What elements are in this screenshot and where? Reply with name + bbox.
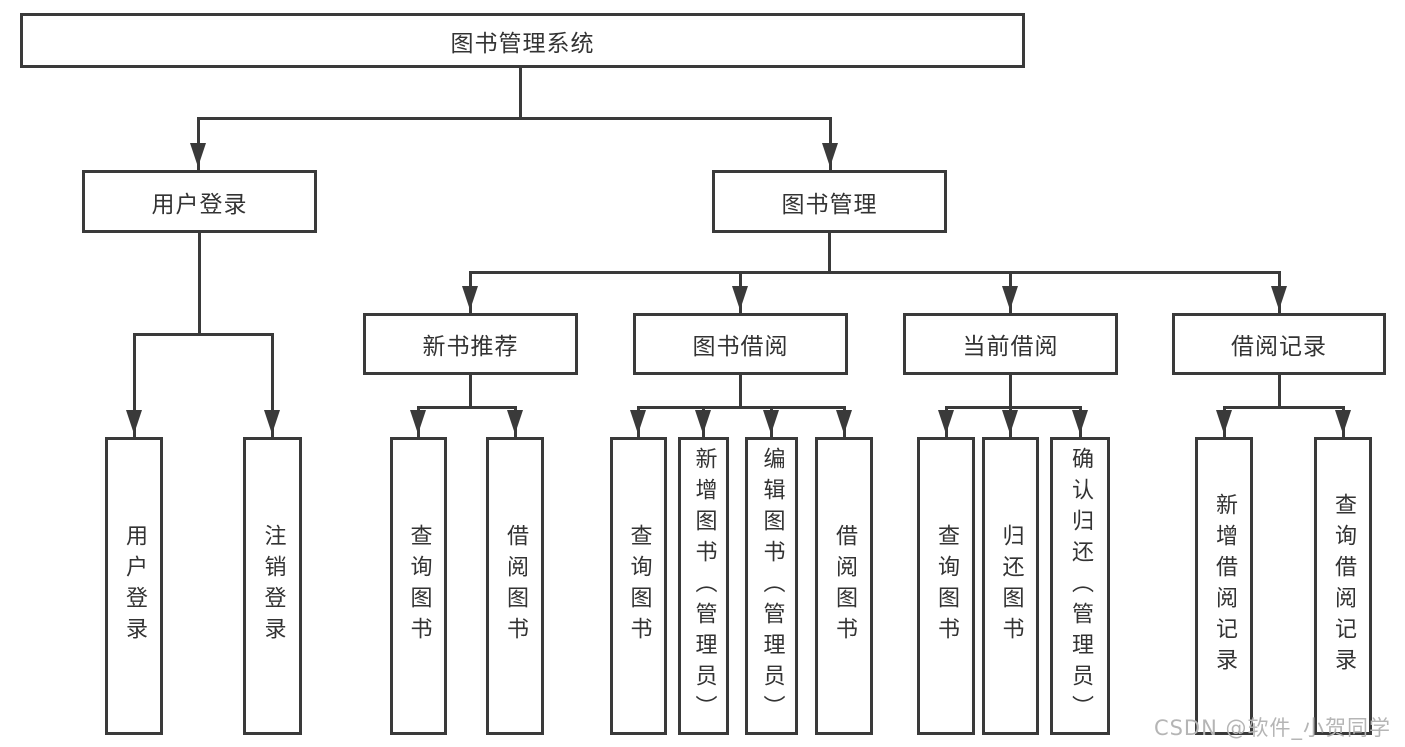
- node-user-login-label: 用户登录: [151, 191, 248, 218]
- node-root-label: 图书管理系统: [450, 30, 595, 57]
- leaf-confirm-return-admin: 确认归还（管理员）: [1050, 437, 1110, 735]
- leaf-add-borrow-record-label: 新增借阅记录: [1212, 493, 1237, 679]
- connector-line: [133, 333, 136, 437]
- node-borrow-records: 借阅记录: [1172, 313, 1386, 375]
- leaf-borrow-books-2: 借阅图书: [815, 437, 873, 735]
- node-new-book-recommend-label: 新书推荐: [422, 334, 519, 360]
- leaf-user-login: 用户登录: [105, 437, 163, 735]
- connector-line: [637, 406, 846, 409]
- leaf-user-login-label: 用户登录: [122, 524, 147, 648]
- connector-line: [133, 333, 274, 336]
- arrowhead-icon: [695, 410, 711, 434]
- connector-line: [417, 406, 517, 409]
- arrowhead-icon: [1002, 410, 1018, 434]
- connector-line: [271, 333, 274, 437]
- arrowhead-icon: [507, 410, 523, 434]
- leaf-query-books-3-label: 查询图书: [934, 524, 959, 648]
- connector-line: [1278, 373, 1281, 408]
- arrowhead-icon: [1002, 286, 1018, 310]
- node-root: 图书管理系统: [20, 13, 1025, 68]
- connector-line: [739, 373, 742, 408]
- leaf-return-book-label: 归还图书: [998, 524, 1024, 648]
- leaf-query-books-2: 查询图书: [610, 437, 667, 735]
- node-book-management: 图书管理: [712, 170, 947, 233]
- node-book-management-label: 图书管理: [781, 191, 878, 218]
- arrowhead-icon: [462, 286, 478, 310]
- leaf-query-books-2-label: 查询图书: [626, 524, 652, 648]
- connector-line: [469, 373, 472, 408]
- leaf-add-book-admin-label: 新增图书（管理员）: [691, 446, 717, 726]
- arrowhead-icon: [822, 143, 838, 167]
- arrowhead-icon: [126, 410, 142, 434]
- arrowhead-icon: [1271, 286, 1287, 310]
- arrowhead-icon: [1216, 410, 1232, 434]
- arrowhead-icon: [410, 410, 426, 434]
- arrowhead-icon: [264, 410, 280, 434]
- connector-line: [945, 406, 1082, 409]
- node-user-login: 用户登录: [82, 170, 317, 233]
- leaf-edit-book-admin: 编辑图书（管理员）: [745, 437, 798, 735]
- connector-line: [1223, 406, 1345, 409]
- node-book-borrow: 图书借阅: [633, 313, 848, 375]
- connector-line: [197, 117, 832, 120]
- arrowhead-icon: [1335, 410, 1351, 434]
- node-new-book-recommend: 新书推荐: [363, 313, 578, 375]
- leaf-add-borrow-record: 新增借阅记录: [1195, 437, 1253, 735]
- leaf-query-books-1-label: 查询图书: [406, 524, 432, 648]
- leaf-confirm-return-admin-label: 确认归还（管理员）: [1068, 446, 1093, 726]
- connector-line: [1009, 373, 1012, 408]
- arrowhead-icon: [763, 410, 779, 434]
- arrowhead-icon: [630, 410, 646, 434]
- leaf-edit-book-admin-label: 编辑图书（管理员）: [759, 446, 785, 726]
- node-book-borrow-label: 图书借阅: [692, 334, 789, 360]
- leaf-query-borrow-record: 查询借阅记录: [1314, 437, 1372, 735]
- leaf-query-borrow-record-label: 查询借阅记录: [1331, 493, 1356, 679]
- leaf-query-books-1: 查询图书: [390, 437, 447, 735]
- arrowhead-icon: [190, 143, 206, 167]
- node-borrow-records-label: 借阅记录: [1231, 334, 1327, 360]
- leaf-query-books-3: 查询图书: [917, 437, 975, 735]
- arrowhead-icon: [836, 410, 852, 434]
- leaf-return-book: 归还图书: [982, 437, 1039, 735]
- leaf-borrow-books-1: 借阅图书: [486, 437, 544, 735]
- leaf-add-book-admin: 新增图书（管理员）: [678, 437, 729, 735]
- leaf-logout: 注销登录: [243, 437, 302, 735]
- connector-line: [198, 231, 201, 335]
- leaf-logout-label: 注销登录: [260, 524, 286, 648]
- leaf-borrow-books-1-label: 借阅图书: [503, 524, 528, 648]
- csdn-watermark: CSDN @软件_小贺同学: [1153, 716, 1391, 740]
- arrowhead-icon: [732, 286, 748, 310]
- connector-line: [828, 231, 831, 274]
- arrowhead-icon: [938, 410, 954, 434]
- node-current-borrow-label: 当前借阅: [962, 334, 1059, 360]
- arrowhead-icon: [1072, 410, 1088, 434]
- leaf-borrow-books-2-label: 借阅图书: [832, 524, 857, 648]
- node-current-borrow: 当前借阅: [903, 313, 1118, 375]
- connector-line: [469, 271, 1281, 274]
- connector-line: [519, 66, 522, 118]
